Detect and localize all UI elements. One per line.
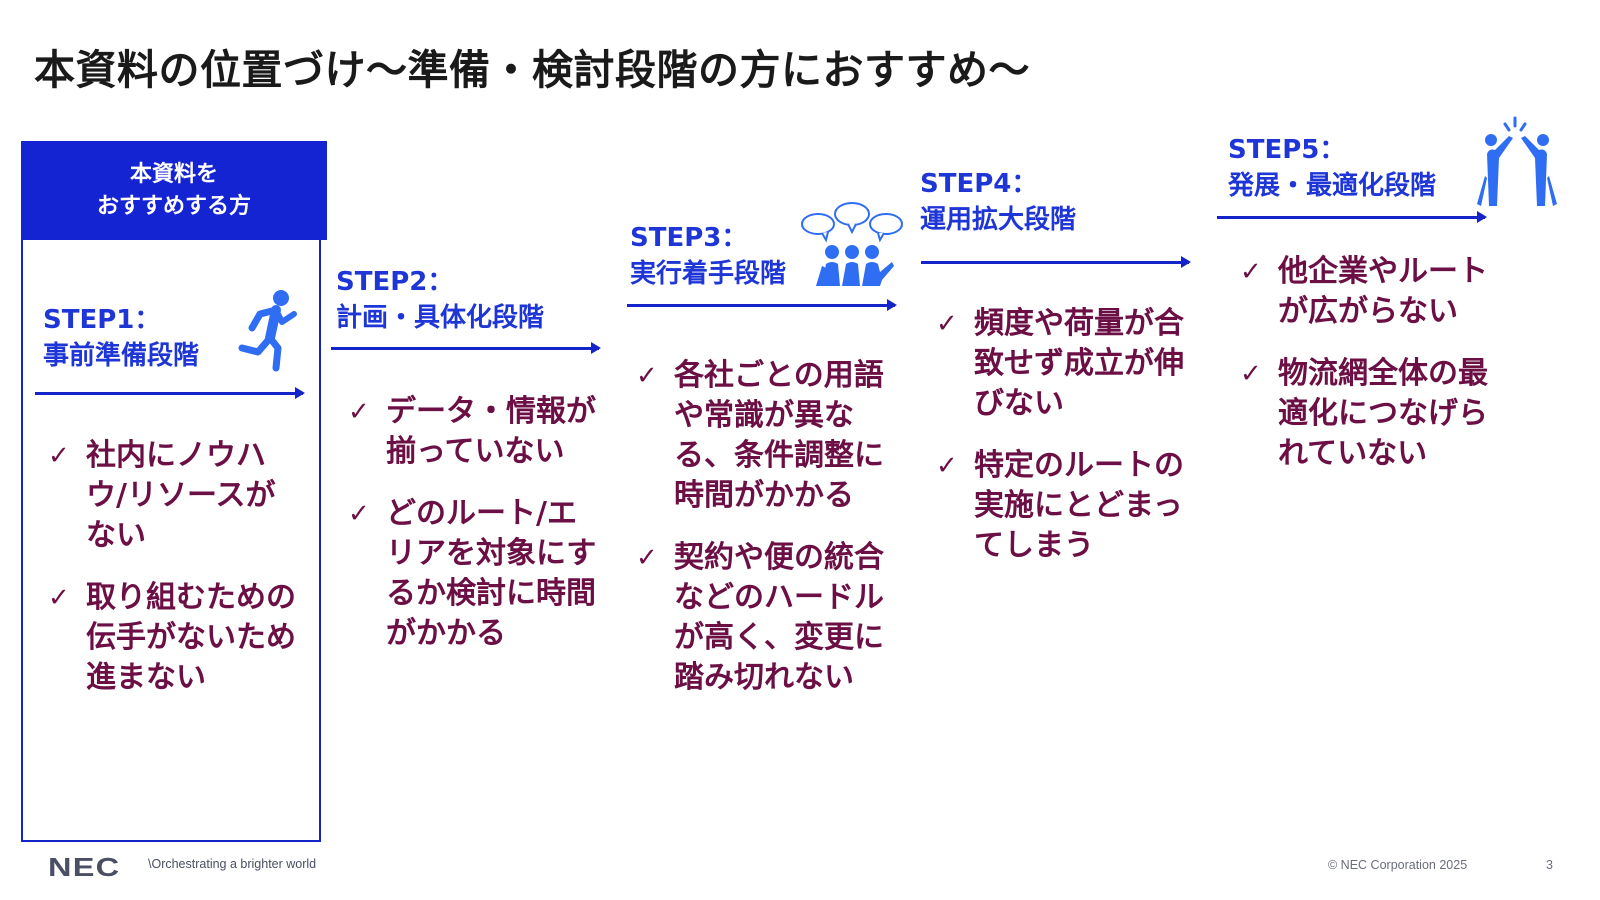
check-icon: ✓ [636, 543, 658, 573]
group-discussion-icon [800, 200, 906, 296]
step-label: STEP5： [1228, 135, 1346, 165]
step-label: STEP1： [43, 305, 161, 335]
check-icon: ✓ [1240, 257, 1262, 287]
step-name: 計画・具体化段階 [336, 303, 545, 333]
check-icon: ✓ [936, 451, 958, 481]
step-4-header: STEP4： 運用拡大段階 [920, 166, 1076, 238]
step-1-header: STEP1： 事前準備段階 [43, 302, 199, 374]
check-icon: ✓ [348, 397, 370, 427]
step-3-issues: ✓各社ごとの用語や常識が異なる、条件調整に時間がかかる ✓契約や便の統合などのハ… [636, 356, 886, 720]
running-person-icon [238, 288, 300, 376]
footer-tagline: \Orchestrating a brighter world [148, 857, 317, 871]
check-icon: ✓ [636, 361, 658, 391]
step-2-header: STEP2： 計画・具体化段階 [336, 264, 544, 336]
step-name: 事前準備段階 [43, 341, 200, 371]
check-icon: ✓ [936, 309, 958, 339]
issue-item: ✓特定のルートの実施にとどまってしまう [936, 448, 1184, 563]
step-3-header: STEP3： 実行着手段階 [630, 220, 786, 292]
step-label: STEP2： [336, 267, 454, 297]
issue-item: ✓物流網全体の最適化につなげられていない [1240, 356, 1488, 471]
issue-item: ✓社内にノウハウ/リソースがない [48, 438, 276, 553]
check-icon: ✓ [48, 583, 70, 613]
step-4-issues: ✓頻度や荷量が合致せず成立が伸びない ✓特定のルートの実施にとどまってしまう [936, 304, 1196, 588]
step-name: 運用拡大段階 [920, 205, 1077, 235]
step-3-arrow [627, 299, 897, 311]
check-icon: ✓ [1240, 359, 1262, 389]
step-2-arrow [331, 342, 601, 354]
step-5-issues: ✓他企業やルートが広がらない ✓物流網全体の最適化につなげられていない [1240, 252, 1490, 496]
slide-title: 本資料の位置づけ～準備・検討段階の方におすすめ～ [34, 46, 1030, 94]
step-name: 実行着手段階 [630, 259, 787, 289]
issue-item: ✓どのルート/エリアを対象にするか検討に時間がかかる [348, 496, 597, 651]
issue-item: ✓他企業やルートが広がらない [1240, 254, 1488, 329]
step-label: STEP3： [630, 223, 748, 253]
step-2-issues: ✓データ・情報が揃っていない ✓どのルート/エリアを対象にするか検討に時間がかか… [348, 392, 598, 676]
target-audience-line2: おすすめする方 [96, 193, 251, 219]
step-1-arrow [35, 387, 305, 399]
step-label: STEP4： [920, 169, 1038, 199]
copyright: © NEC Corporation 2025 [1328, 858, 1468, 872]
step-1-issues: ✓社内にノウハウ/リソースがない ✓取り組むための伝手がないため進まない [48, 436, 298, 720]
issue-item: ✓データ・情報が揃っていない [348, 394, 596, 469]
check-icon: ✓ [348, 499, 370, 529]
issue-item: ✓各社ごとの用語や常識が異なる、条件調整に時間がかかる [636, 358, 884, 513]
nec-logo: NEC [48, 852, 121, 882]
step-4-arrow [921, 256, 1191, 268]
step-name: 発展・最適化段階 [1228, 171, 1437, 201]
issue-item: ✓契約や便の統合などのハードルが高く、変更に踏み切れない [636, 540, 884, 695]
check-icon: ✓ [48, 441, 70, 471]
target-audience-header: 本資料を おすすめする方 [21, 141, 327, 240]
step-5-header: STEP5： 発展・最適化段階 [1228, 132, 1436, 204]
issue-item: ✓取り組むための伝手がないため進まない [48, 580, 296, 695]
step-5-arrow [1217, 211, 1487, 223]
high-five-icon [1475, 114, 1559, 214]
target-audience-line1: 本資料を [129, 161, 218, 187]
issue-item: ✓頻度や荷量が合致せず成立が伸びない [936, 306, 1184, 421]
page-number: 3 [1546, 858, 1553, 872]
